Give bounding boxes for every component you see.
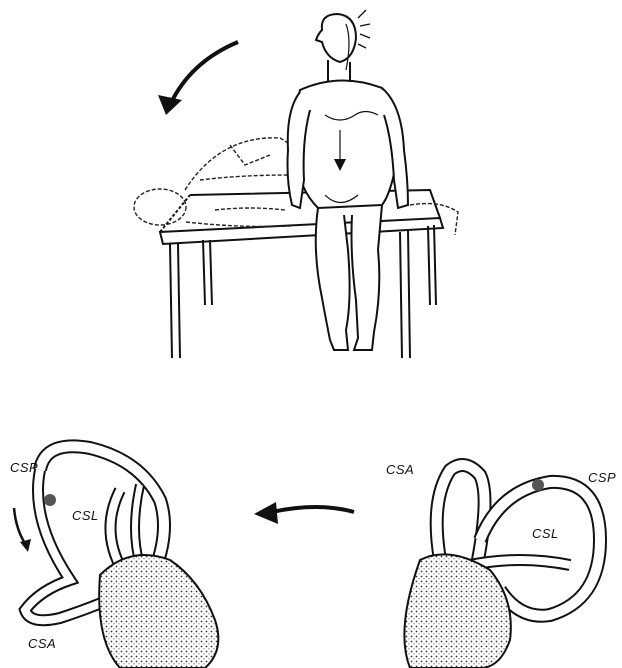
small-curved-arrow-icon [14,508,31,552]
label-left-csl: CSL [72,508,99,523]
label-right-csl: CSL [532,526,559,541]
label-left-csa: CSA [28,636,56,651]
middle-curved-arrow-icon [254,502,354,524]
top-curved-arrow-icon [158,42,238,115]
exam-table [160,190,443,358]
label-right-csa: CSA [386,462,414,477]
label-right-csp: CSP [588,470,616,485]
right-inner-ear [404,465,600,668]
label-left-csp: CSP [10,460,38,475]
left-inner-ear [25,446,218,668]
seated-figure [288,10,409,350]
